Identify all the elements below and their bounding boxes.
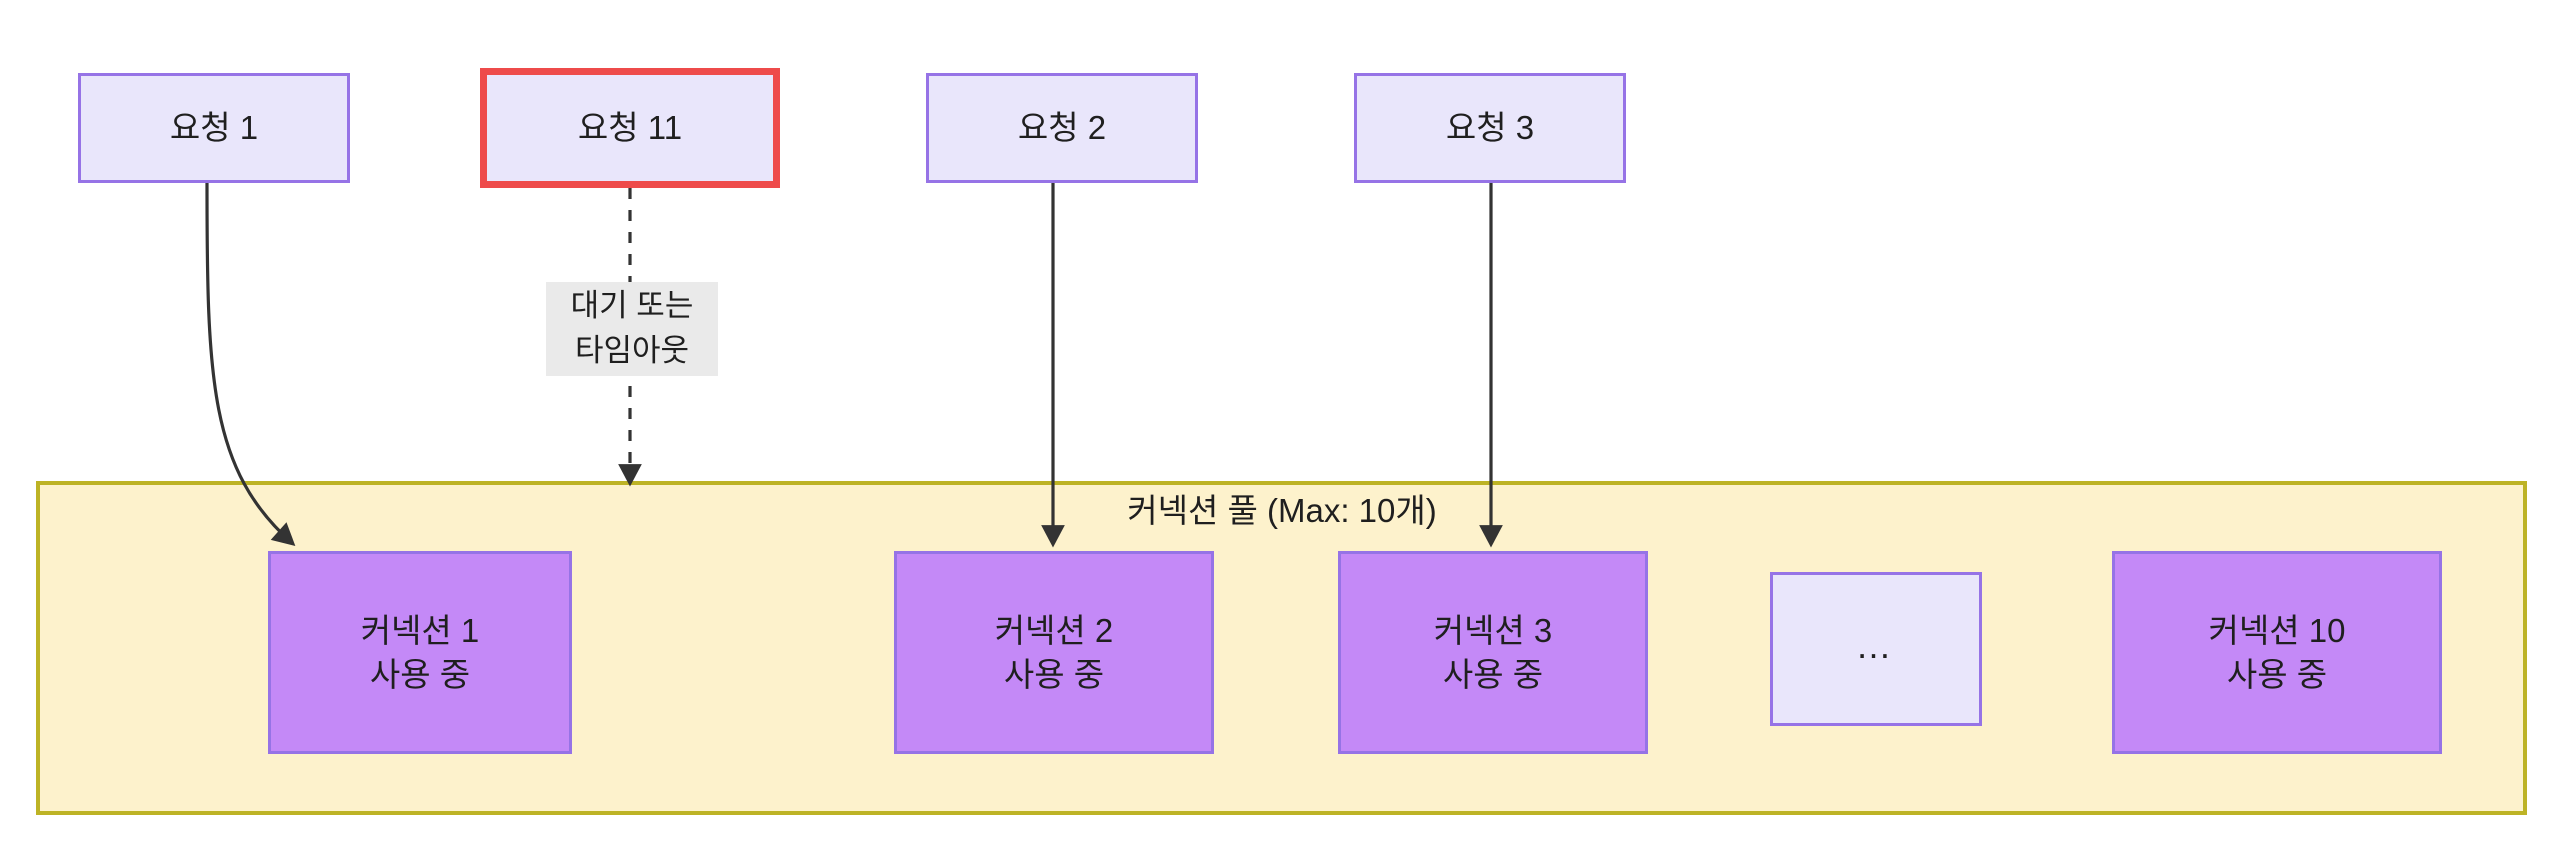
connection-node-conn3[interactable]: 커넥션 3 사용 중 [1338,551,1648,754]
connection-pool-title: 커넥션 풀 (Max: 10개) [1127,492,1437,529]
request-node-req11[interactable]: 요청 11 [480,68,780,188]
connection-node-name: 커넥션 10 [2208,611,2346,649]
connection-node-conn1[interactable]: 커넥션 1 사용 중 [268,551,572,754]
edge-label-line: 대기 또는 [570,288,694,323]
connection-node-conn2[interactable]: 커넥션 2 사용 중 [894,551,1214,754]
connection-node-status: 사용 중 [369,655,471,693]
connection-node-name: 커넥션 1 [360,611,480,649]
connection-node-name: 커넥션 2 [994,611,1114,649]
edge-label-line: 타임아웃 [574,332,690,368]
request-node-req3[interactable]: 요청 3 [1354,73,1626,183]
request-node-label: 요청 2 [1017,109,1107,147]
request-node-label: 요청 1 [169,109,259,147]
connection-node-status: 사용 중 [2226,655,2328,693]
connection-node-name: 커넥션 3 [1433,611,1553,649]
ellipsis-icon: … [1855,625,1897,667]
request-node-req2[interactable]: 요청 2 [926,73,1198,183]
connection-node-status: 사용 중 [1442,655,1544,693]
connection-node-status: 사용 중 [1003,655,1105,693]
connection-node-ellipsis[interactable]: … [1770,572,1982,726]
request-node-label: 요청 3 [1445,109,1535,147]
connection-node-conn10[interactable]: 커넥션 10 사용 중 [2112,551,2442,754]
request-node-req1[interactable]: 요청 1 [78,73,350,183]
request-node-label: 요청 11 [577,109,683,147]
